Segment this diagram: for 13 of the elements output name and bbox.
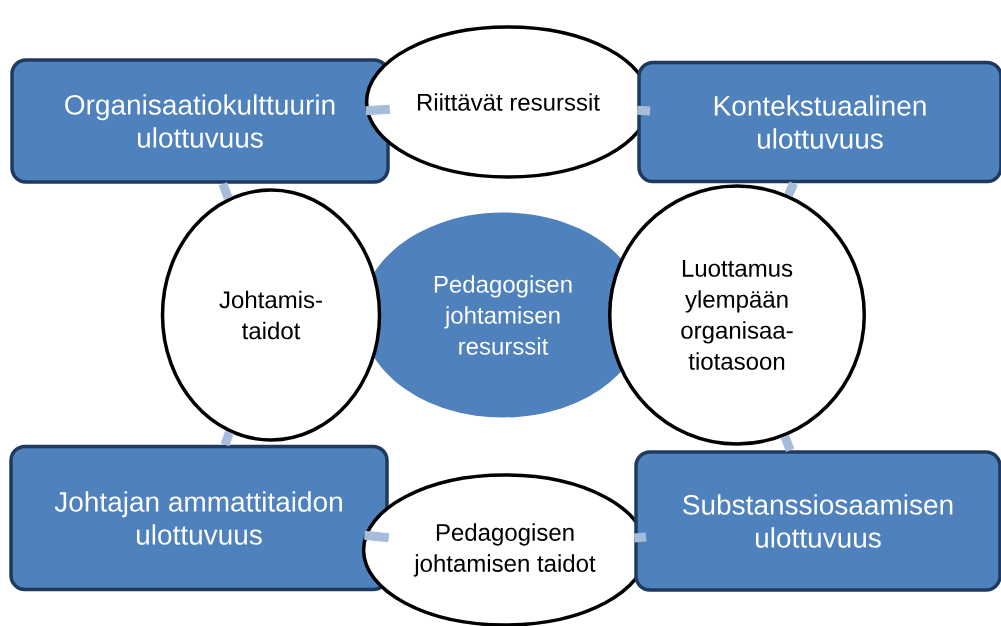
ring-connector (784, 181, 798, 197)
dimension-box: Kontekstuaalinen ulottuvuus (637, 60, 1001, 184)
ring-connector (220, 430, 234, 447)
ring-connector (364, 530, 390, 543)
dimension-box: Organisaatiokulttuurin ulottuvuus (10, 58, 390, 184)
dimension-box: Substanssiosaamisen ulottuvuus (634, 450, 1001, 592)
ring-connector (633, 532, 647, 543)
dimension-box: Johtajan ammattitaidon ulottuvuus (9, 444, 389, 592)
ring-connector (218, 182, 233, 200)
node-label: Pedagogisen johtamisen taidot (413, 523, 596, 577)
ring-connector (365, 104, 391, 116)
ring-connector (636, 105, 651, 116)
ring-connector (780, 434, 795, 452)
